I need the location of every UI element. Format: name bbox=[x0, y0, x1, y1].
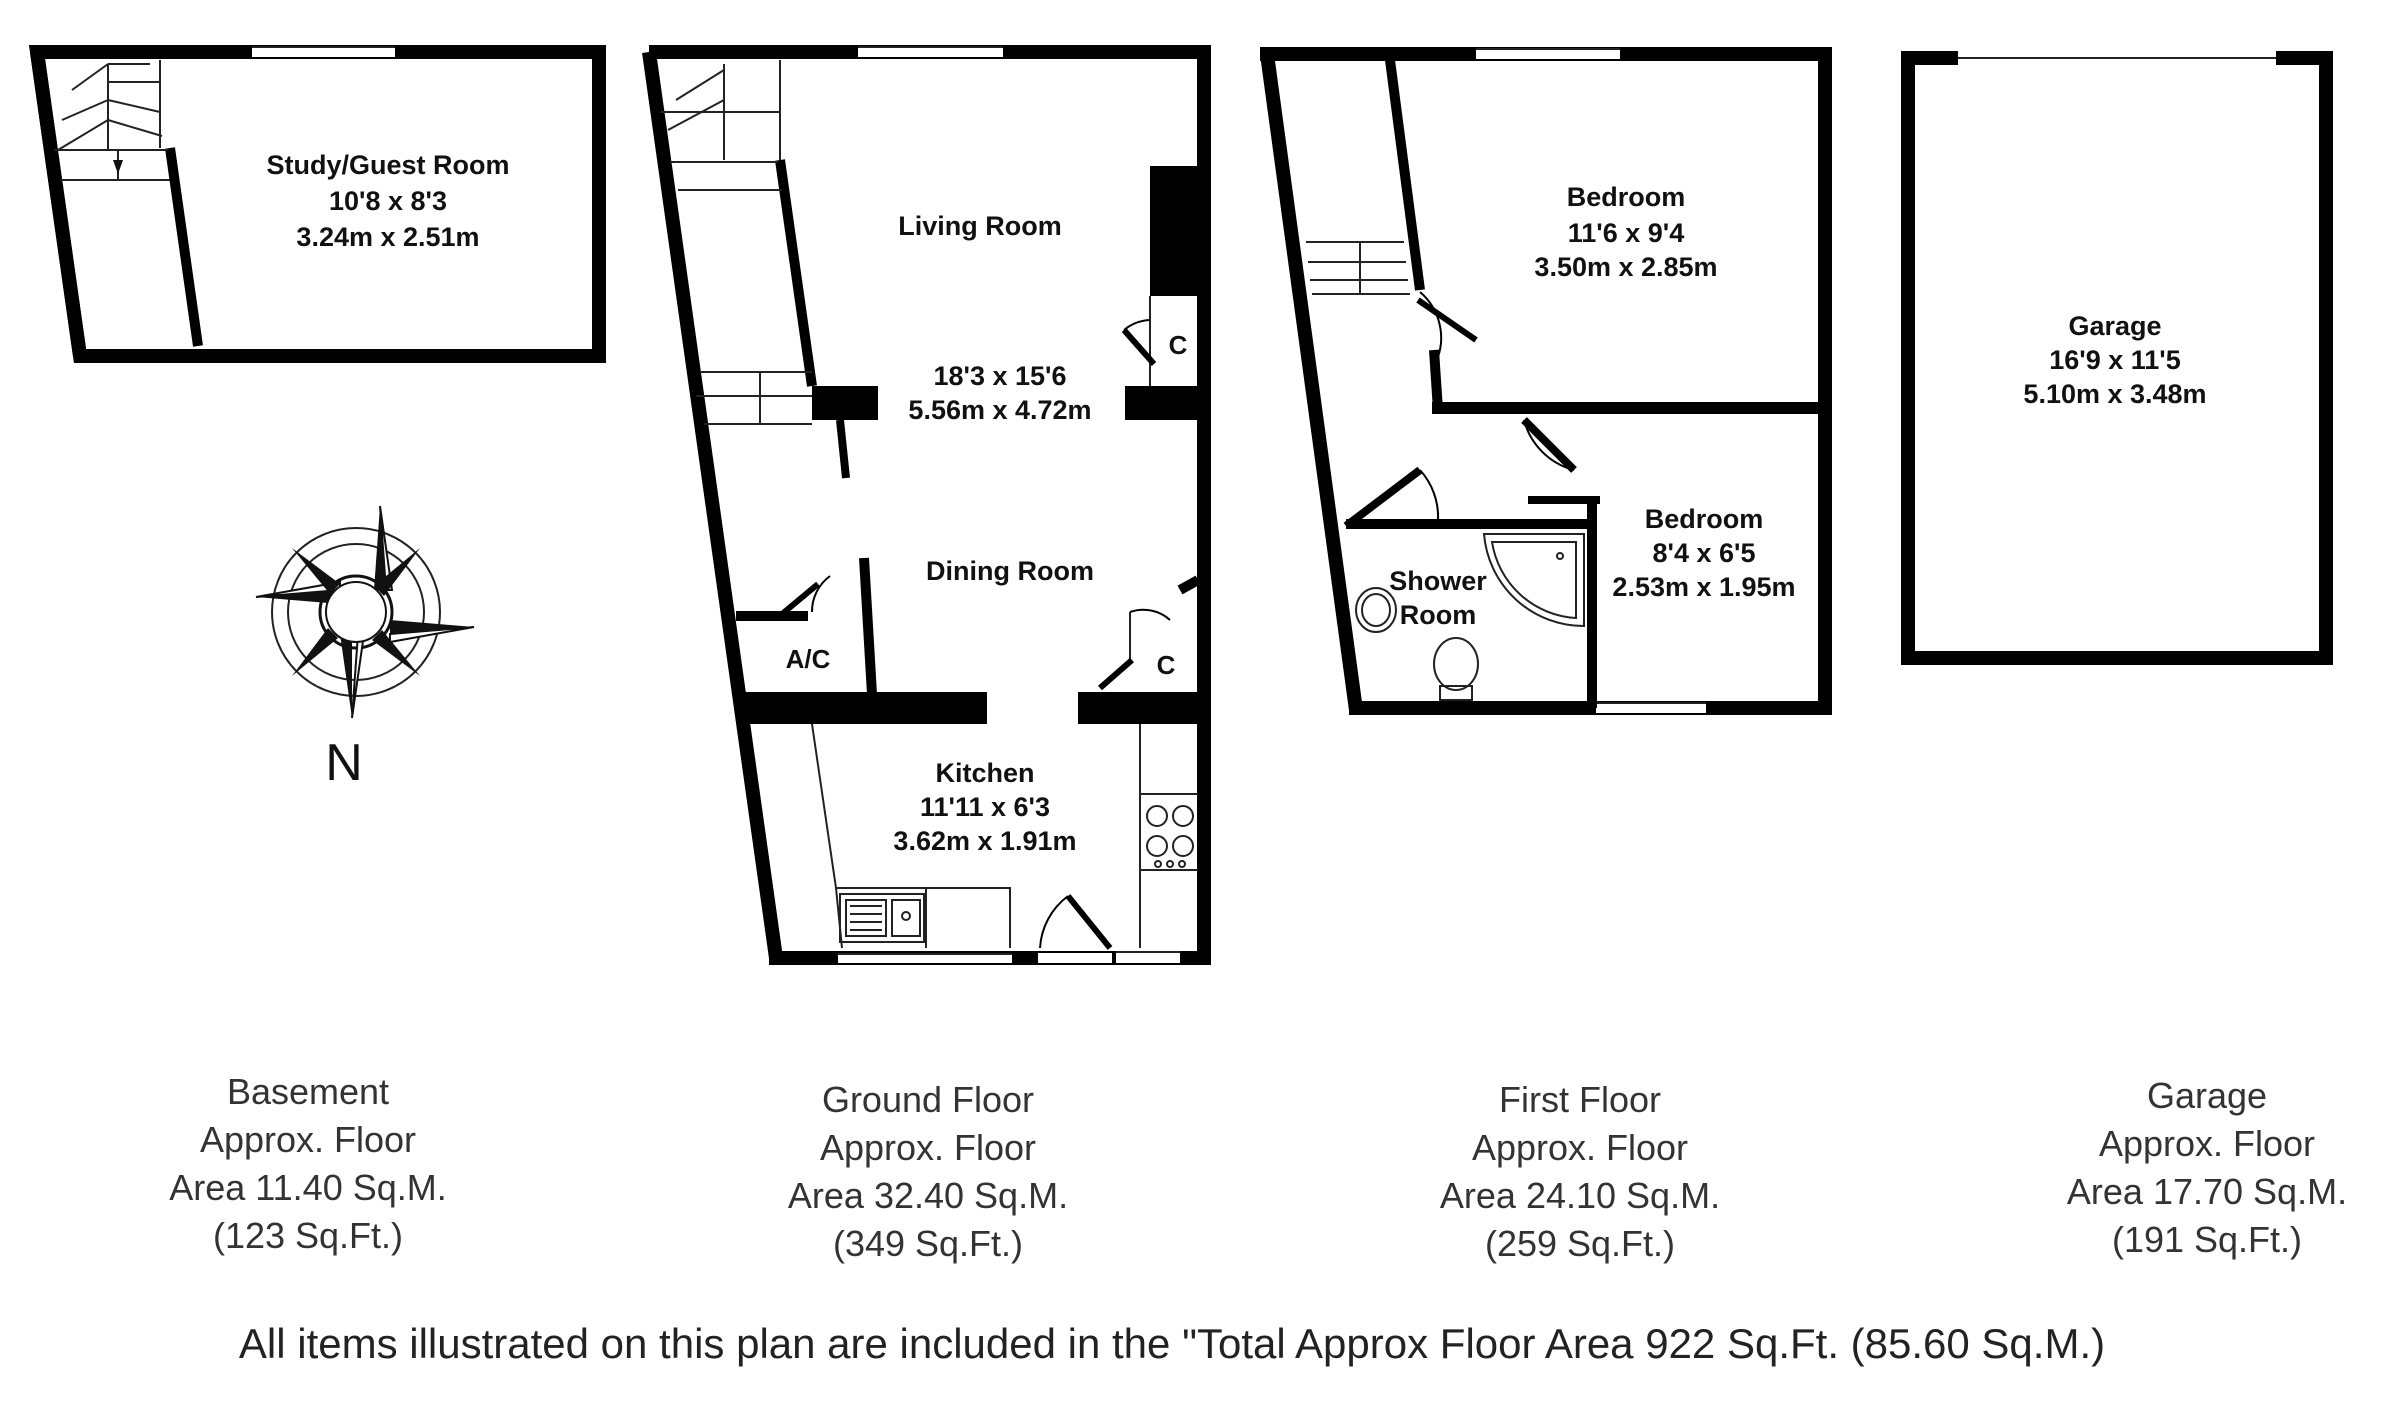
gf-caption-line: Ground Floor bbox=[822, 1079, 1034, 1120]
basement-stairs bbox=[54, 63, 170, 181]
ff-caption-line: Area 24.10 Sq.M. bbox=[1440, 1175, 1720, 1216]
basement-room-imperial: 10'8 x 8'3 bbox=[329, 186, 447, 216]
garage-room-metric: 5.10m x 3.48m bbox=[2023, 379, 2206, 409]
bedroom-1-metric: 3.50m x 2.85m bbox=[1534, 252, 1717, 282]
ff-caption-line: Approx. Floor bbox=[1472, 1127, 1688, 1168]
bedroom-2-metric: 2.53m x 1.95m bbox=[1612, 572, 1795, 602]
bedroom-2-imperial: 8'4 x 6'5 bbox=[1653, 538, 1756, 568]
garage-room-imperial: 16'9 x 11'5 bbox=[2049, 345, 2180, 375]
basement-caption-line: Basement bbox=[227, 1071, 389, 1112]
living-room-imperial: 18'3 x 15'6 bbox=[934, 361, 1067, 391]
basement-angled-wall bbox=[30, 51, 87, 357]
gf-ac-label: A/C bbox=[786, 644, 831, 674]
basement-plan: Study/Guest Room 10'8 x 8'3 3.24m x 2.51… bbox=[28, 45, 606, 363]
ground-floor-plan: C A/C C bbox=[642, 45, 1211, 965]
basin-icon bbox=[1355, 587, 1397, 633]
garage-room-name: Garage bbox=[2068, 311, 2161, 341]
garage-caption: Garage Approx. Floor Area 17.70 Sq.M. (1… bbox=[2067, 1075, 2347, 1260]
garage-caption-line: Garage bbox=[2147, 1075, 2267, 1116]
basement-room-metric: 3.24m x 2.51m bbox=[296, 222, 479, 252]
ff-caption-line: First Floor bbox=[1499, 1079, 1661, 1120]
gf-stairs bbox=[660, 64, 812, 425]
first-floor-caption: First Floor Approx. Floor Area 24.10 Sq.… bbox=[1440, 1079, 1720, 1264]
basement-caption-line: Approx. Floor bbox=[200, 1119, 416, 1160]
basement-room-name: Study/Guest Room bbox=[266, 150, 509, 180]
gf-cupboard-label-2: C bbox=[1157, 650, 1176, 680]
basement-caption-line: (123 Sq.Ft.) bbox=[213, 1215, 403, 1256]
basement-caption: Basement Approx. Floor Area 11.40 Sq.M. … bbox=[169, 1071, 447, 1256]
hob-icon bbox=[1146, 805, 1194, 868]
dining-room-name: Dining Room bbox=[926, 556, 1094, 586]
garage-caption-line: Area 17.70 Sq.M. bbox=[2067, 1171, 2347, 1212]
toilet-icon bbox=[1433, 637, 1479, 701]
gf-cupboard-label-1: C bbox=[1169, 330, 1188, 360]
ff-stairs bbox=[1306, 241, 1410, 295]
kitchen-metric: 3.62m x 1.91m bbox=[893, 826, 1076, 856]
kitchen-worktop bbox=[811, 723, 1198, 949]
basement-outer-wall bbox=[30, 45, 605, 362]
kitchen-imperial: 11'11 x 6'3 bbox=[920, 792, 1050, 822]
compass-rose-icon: N bbox=[255, 505, 475, 792]
shower-tray-icon bbox=[1482, 533, 1585, 628]
shower-room-label-1: Shower bbox=[1389, 566, 1487, 596]
basement-partition bbox=[165, 147, 203, 347]
compass-north-label: N bbox=[325, 734, 363, 792]
garage-caption-line: Approx. Floor bbox=[2099, 1123, 2315, 1164]
gf-caption-line: Area 32.40 Sq.M. bbox=[788, 1175, 1068, 1216]
shower-room-label-2: Room bbox=[1400, 600, 1477, 630]
garage-caption-line: (191 Sq.Ft.) bbox=[2112, 1219, 2302, 1260]
bedroom-1-name: Bedroom bbox=[1567, 182, 1686, 212]
bedroom-2-name: Bedroom bbox=[1645, 504, 1764, 534]
basement-outline bbox=[28, 45, 606, 363]
garage-plan: Garage 16'9 x 11'5 5.10m x 3.48m bbox=[1901, 51, 2333, 665]
kitchen-name: Kitchen bbox=[935, 758, 1034, 788]
ground-floor-caption: Ground Floor Approx. Floor Area 32.40 Sq… bbox=[788, 1079, 1068, 1264]
basement-caption-line: Area 11.40 Sq.M. bbox=[169, 1167, 447, 1208]
gf-caption-line: Approx. Floor bbox=[820, 1127, 1036, 1168]
first-floor-plan: Bedroom 11'6 x 9'4 3.50m x 2.85m Bedroom… bbox=[1260, 47, 1832, 715]
gf-caption-line: (349 Sq.Ft.) bbox=[833, 1223, 1023, 1264]
living-room-metric: 5.56m x 4.72m bbox=[908, 395, 1091, 425]
ff-caption-line: (259 Sq.Ft.) bbox=[1485, 1223, 1675, 1264]
sink-icon bbox=[839, 893, 925, 943]
living-room-name: Living Room bbox=[898, 211, 1062, 241]
bedroom-1-imperial: 11'6 x 9'4 bbox=[1568, 218, 1684, 248]
total-area-footer: All items illustrated on this plan are i… bbox=[239, 1320, 2105, 1367]
